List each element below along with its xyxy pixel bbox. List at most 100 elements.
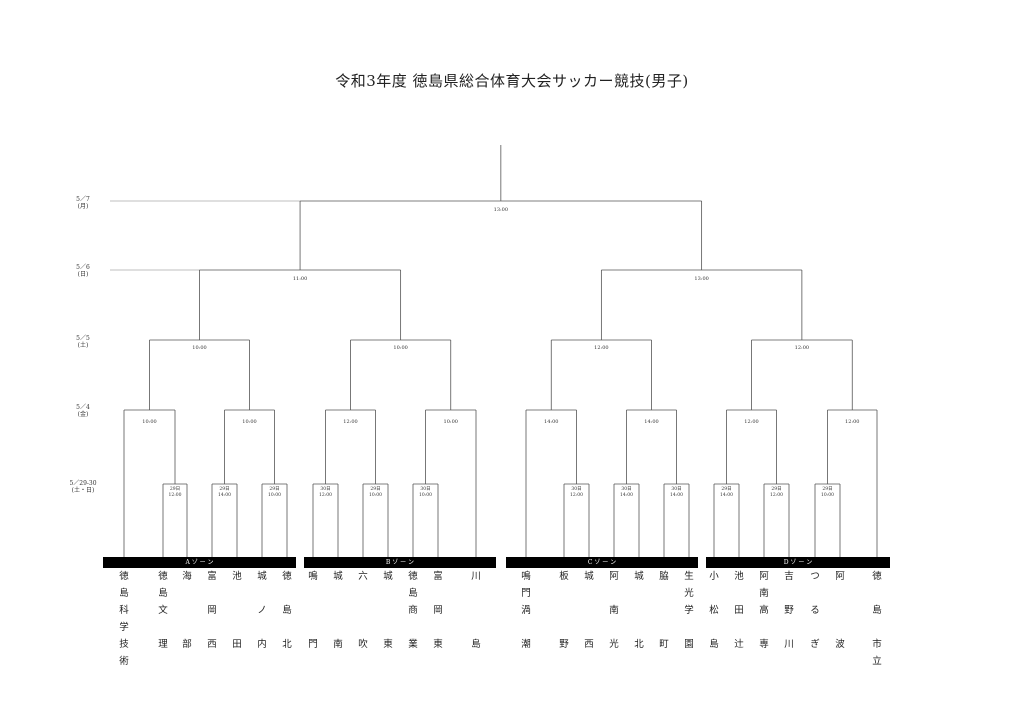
- date-weekday: (日): [77, 271, 89, 278]
- team-name-char: [355, 602, 371, 619]
- match-day: 29日: [771, 487, 782, 492]
- team-name-char: [468, 585, 484, 602]
- team-name-char: 業: [408, 639, 418, 650]
- team-name: 池田: [229, 568, 245, 653]
- team-name-char: [155, 619, 171, 636]
- match-time: 14:00: [218, 492, 231, 498]
- team-name-char: 高: [759, 605, 769, 616]
- team-name-char: 川: [471, 571, 481, 582]
- team-name-char: [430, 585, 446, 602]
- quarterfinal-time: 10:00: [192, 345, 207, 351]
- team-name-char: 島: [471, 639, 481, 650]
- team-name: 板野: [556, 568, 572, 653]
- round-date: 5／5(土): [60, 335, 106, 349]
- team-name-char: [832, 602, 848, 619]
- team-name-char: [556, 585, 572, 602]
- team-name-char: [832, 585, 848, 602]
- quarterfinal-time: 12:00: [594, 345, 609, 351]
- team-name-char: 町: [659, 639, 669, 650]
- team-name: 城北: [631, 568, 647, 653]
- team-name: 阿波: [832, 568, 848, 653]
- team-name-char: [581, 619, 597, 636]
- team-name-char: [179, 619, 195, 636]
- team-name-char: [279, 619, 295, 636]
- team-name-char: [380, 619, 396, 636]
- team-name-char: 生: [684, 571, 694, 582]
- round-date: 5／6(日): [60, 264, 106, 278]
- team-name-char: 富: [207, 571, 217, 582]
- team-name-char: [807, 619, 823, 636]
- team-name-char: 城: [383, 571, 393, 582]
- quarterfinal-time: 12:00: [794, 345, 810, 351]
- round16-time: 12:00: [744, 419, 759, 425]
- team-name-char: [229, 585, 245, 602]
- team-name: 鳴門: [305, 568, 321, 653]
- team-name: 脇町: [656, 568, 672, 653]
- team-name-char: 吉: [784, 571, 794, 582]
- team-name-char: 小: [709, 571, 719, 582]
- team-name-char: 波: [835, 639, 845, 650]
- team-name-char: 田: [734, 605, 744, 616]
- zone-label: D ゾ ー ン: [706, 557, 890, 568]
- team-name-char: 内: [257, 639, 267, 650]
- date-day: 5／7: [76, 196, 90, 203]
- team-name-char: 渦: [521, 605, 531, 616]
- team-name-char: [781, 585, 797, 602]
- team-name-char: 海: [182, 571, 192, 582]
- team-name-char: [631, 602, 647, 619]
- team-name-char: 徳: [119, 571, 129, 582]
- team-name-char: [430, 619, 446, 636]
- team-name: 城東: [380, 568, 396, 653]
- team-name: 城西: [581, 568, 597, 653]
- round16-time: 14:00: [544, 419, 559, 425]
- team-name: 海部: [179, 568, 195, 653]
- team-name-char: 学: [684, 605, 694, 616]
- team-name-char: 術: [119, 656, 129, 667]
- team-name-char: [731, 585, 747, 602]
- match-day: 29日: [269, 487, 280, 492]
- team-name-char: 部: [182, 639, 192, 650]
- team-name-char: [869, 585, 885, 602]
- team-name-char: 北: [634, 639, 644, 650]
- team-name: 鳴門渦潮: [518, 568, 534, 653]
- team-name-char: [706, 585, 722, 602]
- match-day: 29日: [219, 487, 230, 492]
- round16-time: 10:00: [443, 419, 458, 425]
- team-name-char: [581, 602, 597, 619]
- team-name-char: 島: [119, 588, 129, 599]
- team-name-char: [330, 619, 346, 636]
- date-day: 5／5: [76, 335, 90, 342]
- match-time: 14:00: [620, 492, 633, 498]
- team-name-char: [631, 619, 647, 636]
- team-name-char: 光: [609, 639, 619, 650]
- team-name-char: 池: [734, 571, 744, 582]
- team-name-char: 岡: [207, 605, 217, 616]
- date-weekday: (土・日): [71, 487, 95, 494]
- team-name-char: 北: [282, 639, 292, 650]
- team-name: 徳島北: [279, 568, 295, 653]
- team-name-char: [656, 585, 672, 602]
- team-name-char: 徳: [872, 571, 882, 582]
- match-time: 12:00: [168, 492, 182, 498]
- team-name-char: 商: [408, 605, 418, 616]
- team-name: 富岡西: [204, 568, 220, 653]
- round-date: 5／29-30(土・日): [60, 480, 106, 494]
- team-name-char: 池: [232, 571, 242, 582]
- team-name-char: 川: [784, 639, 794, 650]
- date-weekday: (月): [77, 203, 89, 210]
- team-name: 小松島: [706, 568, 722, 653]
- match-time: 10:00: [268, 492, 281, 498]
- match-time: 10:00: [821, 492, 834, 498]
- team-name-char: [606, 585, 622, 602]
- team-name-char: [405, 619, 421, 636]
- team-name-char: [179, 602, 195, 619]
- team-name-char: [330, 602, 346, 619]
- team-name: 徳島商業: [405, 568, 421, 653]
- team-name-char: ノ: [257, 605, 267, 616]
